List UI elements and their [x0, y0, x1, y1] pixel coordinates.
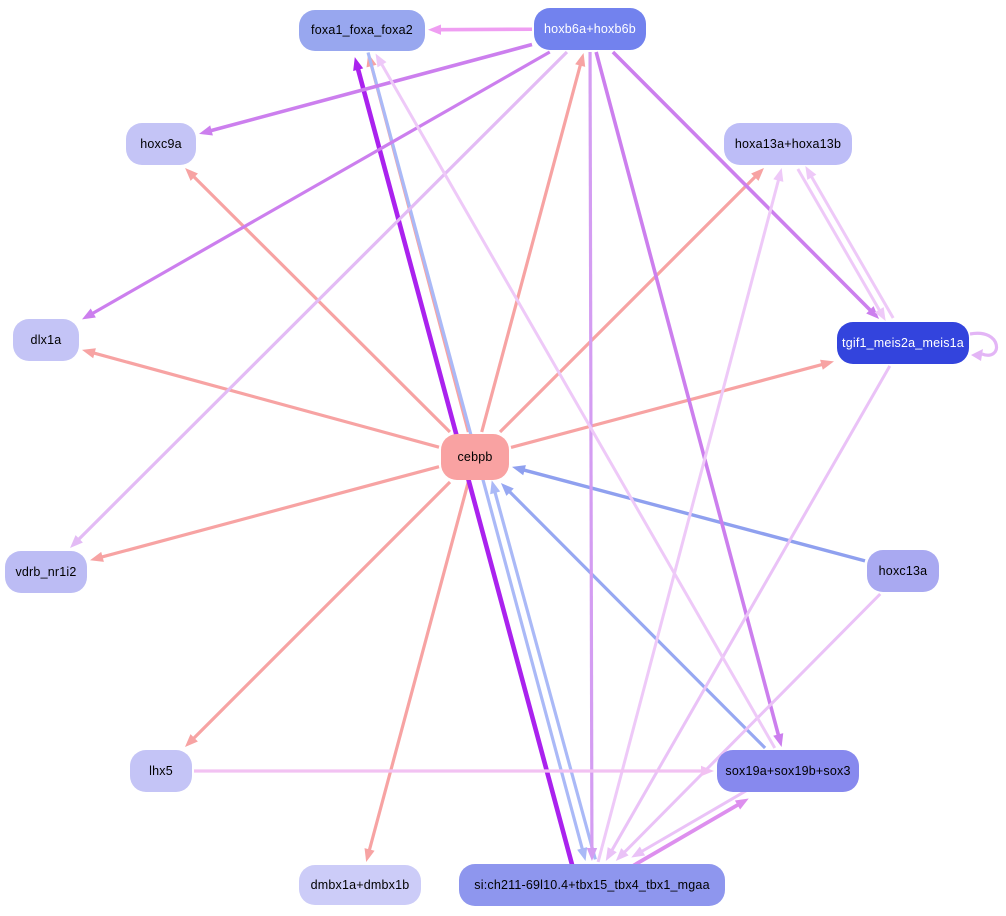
edge-hoxb6a-hoxc9a: [199, 42, 533, 136]
node-label: dlx1a: [30, 333, 62, 347]
node-lhx5[interactable]: lhx5: [130, 750, 192, 792]
edge-hoxc13a-cebpb: [512, 465, 866, 563]
edge-sox19a-foxa1: [375, 53, 777, 749]
node-sox19a[interactable]: sox19a+sox19b+sox3: [717, 750, 859, 792]
edge-cebpb-tgif1: [510, 359, 834, 449]
node-dmbx1a[interactable]: dmbx1a+dmbx1b: [299, 865, 421, 905]
node-foxa1[interactable]: foxa1_foxa_foxa2: [299, 9, 425, 51]
edge-cebpb-lhx5: [185, 480, 452, 747]
edge-hoxb6a-si_ch211: [586, 51, 598, 861]
node-label: vdrb_nr1i2: [15, 565, 77, 579]
edge-cebpb-vdrb: [90, 465, 440, 562]
edge-hoxa13a-tgif1: [796, 168, 886, 322]
edge-hoxb6a-dlx1a: [82, 50, 551, 320]
edge-sox19a-si_ch211: [631, 789, 748, 858]
node-label: hoxa13a+hoxa13b: [734, 137, 842, 151]
node-hoxa13a[interactable]: hoxa13a+hoxa13b: [724, 123, 852, 165]
edge-cebpb-hoxb6a: [480, 53, 586, 433]
node-si_ch211[interactable]: si:ch211-69l10.4+tbx15_tbx4_tbx1_mgaa: [459, 864, 725, 906]
edge-tgif1-hoxa13a: [805, 165, 895, 319]
node-cebpb[interactable]: cebpb: [441, 434, 509, 480]
node-hoxc9a[interactable]: hoxc9a: [126, 123, 196, 165]
node-vdrb[interactable]: vdrb_nr1i2: [5, 551, 87, 593]
edge-cebpb-foxa1: [366, 53, 470, 433]
edge-sox19a-cebpb: [500, 483, 767, 750]
edge-cebpb-hoxa13a: [498, 168, 764, 434]
node-label: sox19a+sox19b+sox3: [725, 764, 851, 778]
node-label: foxa1_foxa_foxa2: [311, 23, 413, 37]
self-loop-tgif1: [969, 331, 998, 361]
node-label: hoxc13a: [878, 564, 928, 578]
edge-hoxb6a-foxa1: [428, 24, 533, 35]
edge-hoxb6a-vdrb: [70, 50, 569, 548]
node-label: dmbx1a+dmbx1b: [310, 878, 410, 892]
edge-cebpb-hoxc9a: [185, 168, 452, 434]
edge-cebpb-dmbx1a: [364, 481, 470, 862]
edge-si_ch211-hoxa13a: [596, 168, 784, 863]
node-hoxc13a[interactable]: hoxc13a: [867, 550, 939, 592]
node-hoxb6a[interactable]: hoxb6a+hoxb6b: [534, 8, 646, 50]
node-label: hoxb6a+hoxb6b: [544, 22, 636, 36]
edge-hoxb6a-sox19a: [594, 51, 784, 747]
edge-cebpb-dlx1a: [82, 348, 440, 449]
edge-si_ch211-sox19a: [632, 798, 749, 868]
edge-hoxb6a-tgif1: [611, 50, 880, 319]
edge-hoxc13a-si_ch211: [615, 592, 882, 861]
edge-si_ch211-cebpb: [490, 480, 597, 860]
node-label: si:ch211-69l10.4+tbx15_tbx4_tbx1_mgaa: [474, 878, 710, 892]
node-label: lhx5: [149, 764, 173, 778]
node-label: cebpb: [457, 450, 493, 464]
node-dlx1a[interactable]: dlx1a: [13, 319, 79, 361]
node-label: hoxc9a: [140, 137, 182, 151]
node-tgif1[interactable]: tgif1_meis2a_meis1a: [837, 322, 969, 364]
node-label: tgif1_meis2a_meis1a: [842, 336, 964, 350]
edge-lhx5-sox19a: [194, 765, 714, 777]
